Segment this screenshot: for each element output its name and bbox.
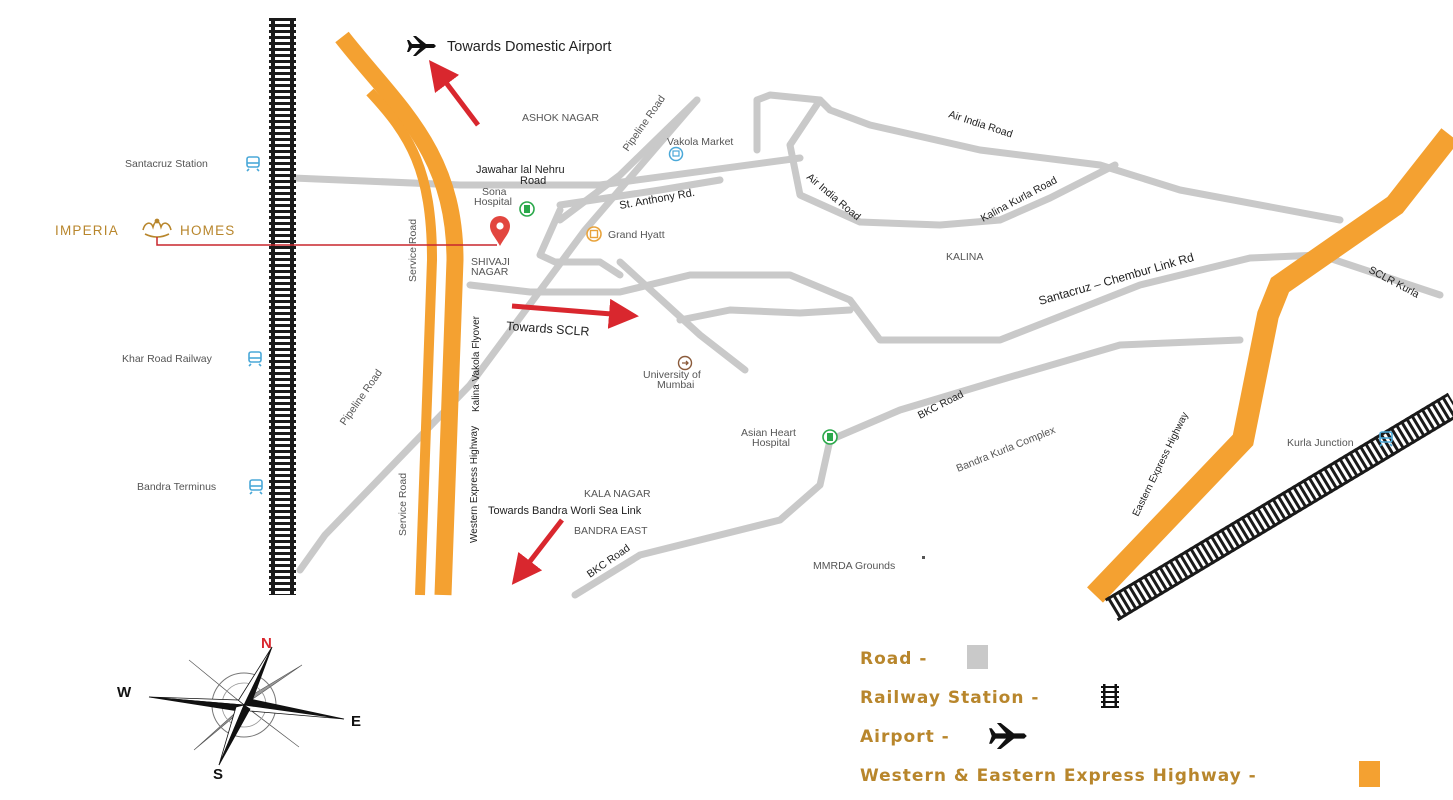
landmark-asian-heart: Asian Heart Hospital (741, 427, 838, 449)
area-kala-nagar: KALA NAGAR (584, 488, 651, 500)
crown-logo-icon (142, 218, 172, 238)
market-icon (668, 146, 684, 162)
area-kalina: KALINA (946, 251, 983, 263)
arrow-to-airport (428, 60, 480, 127)
label-kalina-vakola-flyover: Kalina Vakola Flyover (471, 315, 482, 412)
svg-text:Road -: Road - (860, 649, 927, 669)
area-bandra-east: BANDRA EAST (574, 525, 648, 537)
western-railway-line (269, 18, 296, 595)
direction-arrows (428, 60, 639, 585)
area-shivaji-1: SHIVAJI (471, 256, 510, 268)
hospital-icon (519, 201, 535, 217)
svg-text:Grand Hyatt: Grand Hyatt (608, 229, 665, 241)
sea-link-direction-label: Towards Bandra Worli Sea Link (488, 505, 642, 517)
legend-highway: Western & Eastern Express Highway - (860, 761, 1380, 787)
road-shivaji-loop (536, 206, 624, 279)
road-scl (466, 251, 1444, 344)
legend-railway: Railway Station - (860, 684, 1119, 708)
legend-road: Road - (860, 645, 988, 669)
compass-rose: N S E W (117, 635, 361, 783)
arrow-to-sclr (511, 298, 639, 329)
svg-text:Railway Station -: Railway Station - (860, 688, 1039, 708)
road-st-anthony (556, 176, 724, 209)
svg-text:Hospital: Hospital (752, 437, 790, 449)
label-service-top: Service Road (407, 219, 419, 282)
hotel-icon (586, 226, 602, 242)
imperia-homes-location: IMPERIA HOMES (55, 216, 510, 246)
brand-name-right: HOMES (180, 223, 236, 238)
label-pipeline-bottom: Pipeline Road (338, 367, 385, 428)
compass-e: E (351, 713, 361, 730)
train-icon (1379, 431, 1393, 447)
svg-text:Bandra Terminus: Bandra Terminus (137, 481, 216, 493)
svg-text:Kurla Junction: Kurla Junction (1287, 437, 1354, 449)
area-mmrda: MMRDA Grounds (813, 560, 895, 572)
svg-text:Mumbai: Mumbai (657, 379, 694, 391)
station-bandra-terminus: Bandra Terminus (137, 479, 263, 495)
brand-pointer-line (156, 237, 497, 246)
map-legend: Road - Railway Station - Airport - Weste… (860, 645, 1380, 787)
train-icon (249, 479, 263, 495)
road-swatch-icon (967, 645, 988, 669)
highway-swatch-icon (1359, 761, 1380, 787)
airplane-icon (406, 36, 436, 56)
area-shivaji-2: NAGAR (471, 266, 509, 278)
landmark-sona-hospital: Sona Hospital (474, 186, 535, 217)
road-pipeline (296, 96, 701, 574)
hospital-icon (822, 429, 838, 445)
train-icon (246, 156, 260, 172)
sclr-direction-label: Towards SCLR (506, 319, 590, 339)
compass-n: N (261, 635, 272, 652)
mmrda-dot (922, 556, 925, 559)
svg-text:Asian Heart: Asian Heart (741, 427, 796, 439)
road-air-india-loop (786, 96, 1119, 229)
railway-track-icon (1101, 684, 1119, 708)
svg-text:Hospital: Hospital (474, 196, 512, 208)
arrow-to-sea-link (511, 518, 564, 585)
svg-text:Airport -: Airport - (860, 727, 950, 747)
university-icon (677, 355, 693, 371)
svg-text:Western & Eastern Express High: Western & Eastern Express Highway - (860, 766, 1257, 786)
eastern-express-highway (1087, 128, 1453, 603)
road-network (289, 91, 1444, 599)
brand-name-left: IMPERIA (55, 223, 119, 238)
compass-w: W (117, 684, 132, 701)
road-sclr-link (616, 258, 749, 374)
svg-text:Sona: Sona (482, 186, 507, 198)
train-icon (248, 351, 262, 367)
compass-main-points (148, 646, 345, 766)
landmark-university: University of Mumbai (643, 355, 701, 391)
compass-s: S (213, 766, 223, 783)
legend-airport: Airport - (860, 723, 1027, 749)
domestic-airport-label: Towards Domestic Airport (447, 39, 611, 55)
station-khar-road: Khar Road Railway (122, 351, 262, 367)
svg-text:Vakola Market: Vakola Market (667, 136, 733, 148)
area-bkc: Bandra Kurla Complex (955, 424, 1058, 475)
area-ashok-nagar: ASHOK NAGAR (522, 112, 599, 124)
landmark-vakola-market: Vakola Market (667, 136, 733, 162)
svg-text:University of: University of (643, 369, 701, 381)
compass-secondary-points (188, 659, 303, 751)
label-jln-1: Jawahar lal Nehru (476, 164, 565, 176)
landmark-grand-hyatt: Grand Hyatt (586, 226, 665, 242)
label-jln-2: Road (520, 175, 546, 187)
label-air-india-1: Air India Road (947, 108, 1014, 140)
eastern-railway-line (1104, 392, 1453, 622)
label-service-bottom: Service Road (397, 473, 409, 536)
road-air-india-top (753, 91, 1344, 224)
road-sclr-branch (676, 306, 854, 324)
station-kurla-junction: Kurla Junction (1287, 431, 1393, 449)
road-jln (289, 154, 804, 189)
svg-text:Santacruz Station: Santacruz Station (125, 158, 208, 170)
location-pin-icon (490, 216, 510, 246)
station-santacruz: Santacruz Station (125, 156, 260, 172)
svg-text:Khar Road Railway: Khar Road Railway (122, 353, 213, 365)
airplane-icon (989, 723, 1027, 749)
label-western-express: Western Express Highway (469, 426, 480, 543)
